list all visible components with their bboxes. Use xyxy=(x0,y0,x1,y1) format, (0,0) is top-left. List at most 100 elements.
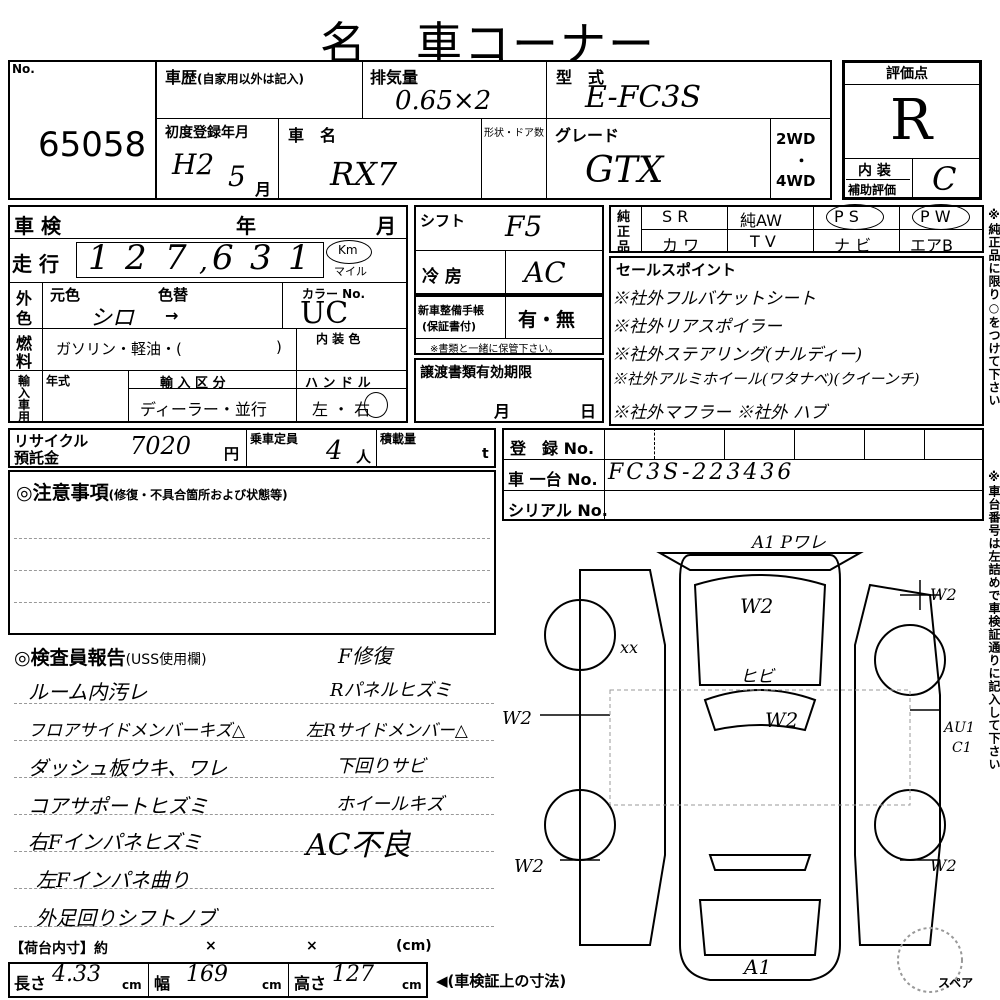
transfer-day: 日 xyxy=(580,402,597,421)
transfer-month: 月 xyxy=(494,402,511,421)
original-color-label: 元色 xyxy=(50,286,81,304)
import-year-label: 年式 xyxy=(46,374,71,388)
interior-value: C xyxy=(932,160,957,198)
color-side-1: 外 xyxy=(16,289,33,308)
car-body-outline xyxy=(679,554,841,981)
diagram-xx-mark: xx xyxy=(620,638,639,657)
height-unit: cm xyxy=(402,978,422,992)
length-unit: cm xyxy=(122,978,142,992)
manual-block xyxy=(414,295,604,355)
ac-value: AC xyxy=(524,256,566,289)
mileage-digit-4: 6 xyxy=(212,238,234,278)
mile-label: マイル xyxy=(334,265,367,278)
options-side-3: 品 xyxy=(617,240,631,255)
inspector-top-note: F修復 xyxy=(338,644,392,668)
mileage-digit-1: 1 xyxy=(88,238,110,278)
registration-year: H2 xyxy=(172,148,215,181)
registration-label: 初度登録年月 xyxy=(165,125,249,141)
inspector-right-line-5: AC不良 xyxy=(306,828,411,863)
km-label: Km xyxy=(338,243,358,257)
sales-points-box xyxy=(609,256,984,426)
color-number-label: カラー No. xyxy=(302,287,366,301)
diagram-hood-mark: W2 xyxy=(740,594,774,618)
option-alloy-wheels: 純AW xyxy=(740,211,782,230)
car-name-label: 車 名 xyxy=(288,126,337,145)
registration-month: 5 xyxy=(228,160,246,193)
capacity-value: 4 xyxy=(326,436,343,466)
handle-value: 左 ・ 右 xyxy=(312,400,371,419)
inspector-label: ◎検査員報告(USS使用欄) xyxy=(14,647,207,669)
inspector-left-line-7: 外足回りシフトノブ xyxy=(36,906,216,930)
diagram-top-mark: A1 Pワレ xyxy=(752,533,826,553)
grade-value: GTX xyxy=(585,150,664,191)
drive-2wd: 2WD xyxy=(776,130,816,148)
width-unit: cm xyxy=(262,978,282,992)
displacement-value: 0.65×2 xyxy=(395,86,492,116)
inspector-right-line-2: 左Rサイドメンバー△ xyxy=(306,721,468,741)
registration-month-unit: 月 xyxy=(255,180,272,199)
stock-number: 65058 xyxy=(38,125,147,165)
diagram-right-rear-mark: W2 xyxy=(930,856,957,875)
mileage-digit-2: 2 xyxy=(125,238,147,278)
vehicle-info-block xyxy=(8,60,832,200)
diagram-right-side-mark-2: C1 xyxy=(952,740,972,756)
recycle-unit: 円 xyxy=(224,445,240,463)
sales-points-label: セールスポイント xyxy=(616,261,737,279)
shift-label: シフト xyxy=(420,212,466,230)
handle-label: ハ ン ド ル xyxy=(305,376,371,391)
inspection-month: 月 xyxy=(376,214,396,238)
mileage-digit-6: 1 xyxy=(288,238,310,278)
transfer-label: 譲渡書類有効期限 xyxy=(420,365,532,381)
registration-number-label: 登 録 No. xyxy=(510,439,595,458)
import-side-4: 用 xyxy=(18,410,31,424)
option-sr: S R xyxy=(662,207,689,226)
inspector-left-line-5: 右Fインパネヒズミ xyxy=(28,830,202,854)
import-side-3: 車 xyxy=(18,398,31,412)
dimension-pointer-label: ◀(車検証上の寸法) xyxy=(436,972,567,990)
ps-circle xyxy=(826,204,884,230)
fuel-side-2: 料 xyxy=(16,352,33,371)
mileage-digit-3: 7 xyxy=(165,238,187,278)
load-label: 積載量 xyxy=(380,432,417,446)
height-value: 127 xyxy=(332,962,374,987)
recycle-label-2: 預託金 xyxy=(14,449,60,467)
body-type-label: 形状・ドア数 xyxy=(484,128,544,139)
load-unit: t xyxy=(482,446,489,462)
km-circle xyxy=(326,240,372,264)
interior-label: 内 装 xyxy=(858,163,891,179)
sales-point-3: ※社外ステアリング(ナルディー) xyxy=(612,345,863,365)
option-navi: ナ ビ xyxy=(834,236,872,255)
displacement-label: 排気量 xyxy=(370,68,419,87)
option-airbag: エアB xyxy=(910,236,953,255)
diagram-right-fender-mark: W2 xyxy=(930,585,957,604)
option-leather: カ ワ xyxy=(662,236,700,255)
fuel-options: ガソリン・軽油・( xyxy=(56,340,182,358)
options-side-2: 正 xyxy=(617,225,631,240)
model-value: E-FC3S xyxy=(585,80,702,115)
original-color-value: シロ xyxy=(90,306,135,331)
vin-label: 車 一台 No. xyxy=(508,470,598,489)
diagram-bottom-mark: A1 xyxy=(744,955,772,979)
dimensions-row xyxy=(8,962,428,998)
fuel-side-1: 燃 xyxy=(16,334,33,353)
diagram-left-rear-mark: W2 xyxy=(514,856,544,877)
inspector-left-line-1: ルーム内汚レ xyxy=(28,680,148,704)
manual-label-2: (保証書付) xyxy=(422,320,477,333)
transfer-block xyxy=(414,358,604,423)
fuel-close: ) xyxy=(276,338,282,356)
side-note-1: ※純正品に限り○をつけて下さい xyxy=(987,208,1000,407)
options-side-1: 純 xyxy=(617,210,631,225)
inspection-label: 車 検 xyxy=(14,214,61,238)
sales-point-2: ※社外リアスポイラー xyxy=(612,317,782,337)
inspector-left-line-3: ダッシュ板ウキ、ワレ xyxy=(28,756,228,780)
inspector-left-line-4: コアサポートヒズミ xyxy=(28,794,208,818)
grade-label: グレード xyxy=(555,126,620,145)
cargo-x1: × xyxy=(205,938,217,954)
side-note-2: ※車台番号は左詰めで車検証通りに記入して下さい xyxy=(987,470,1000,771)
import-side-2: 入 xyxy=(18,386,31,400)
inspector-right-line-1: Rパネルヒズミ xyxy=(330,680,452,701)
import-type-label: 輸 入 区 分 xyxy=(160,376,226,391)
diagram-right-side-mark-1: AU1 xyxy=(944,720,975,736)
diagram-left-door-mark: W2 xyxy=(502,708,532,729)
recycle-row xyxy=(8,428,496,468)
